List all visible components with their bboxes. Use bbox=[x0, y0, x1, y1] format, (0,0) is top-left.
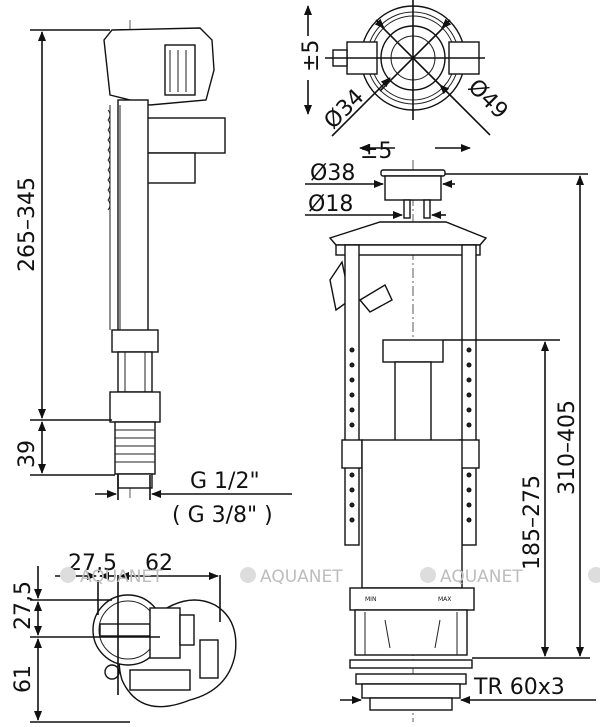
top-view-tolerance-label: ±5 bbox=[299, 40, 324, 72]
fill-valve-bottom-view bbox=[30, 566, 237, 723]
fill-valve-height-label: 265–345 bbox=[15, 177, 40, 272]
bottom-offset-x-label: 27,5 bbox=[68, 551, 117, 576]
flush-tolerance-label: ±5 bbox=[360, 139, 392, 164]
watermark: AQUANET bbox=[240, 567, 343, 587]
watermarks: AQUANET AQUANET AQUANET bbox=[60, 567, 600, 587]
fill-valve-drawing bbox=[30, 20, 292, 500]
watermark: AQUANET bbox=[60, 567, 163, 587]
svg-text:AQUANET: AQUANET bbox=[440, 567, 523, 587]
watermark bbox=[588, 567, 600, 583]
rail-holes bbox=[349, 347, 472, 523]
fill-valve-thread-height-label: 39 bbox=[15, 440, 40, 468]
scale-max-label: MAX bbox=[438, 596, 451, 603]
thread-label: TR 60x3 bbox=[473, 675, 565, 700]
watermark: AQUANET bbox=[420, 567, 523, 587]
flush-valve-top-view bbox=[304, 0, 491, 137]
inner-diameter-label: Ø34 bbox=[320, 85, 370, 135]
flush-valve-drawing: MIN MAX bbox=[305, 144, 596, 722]
fill-valve-thread-alt-label: ( G 3/8" ) bbox=[172, 503, 273, 528]
float-height-label: 185–275 bbox=[520, 475, 545, 570]
outer-diameter-label: Ø49 bbox=[463, 75, 513, 125]
rod-diameter-label: Ø18 bbox=[308, 192, 353, 217]
bottom-depth-label: 61 bbox=[11, 665, 36, 693]
bottom-width-label: 62 bbox=[145, 551, 173, 576]
svg-text:AQUANET: AQUANET bbox=[260, 567, 343, 587]
bottom-offset-y-label: 27,5 bbox=[11, 581, 36, 630]
svg-text:AQUANET: AQUANET bbox=[80, 567, 163, 587]
fill-valve-thread-label: G 1/2" bbox=[190, 469, 260, 494]
scale-min-label: MIN bbox=[365, 596, 376, 603]
button-diameter-label: Ø38 bbox=[310, 161, 355, 186]
total-height-label: 310–405 bbox=[555, 400, 580, 495]
